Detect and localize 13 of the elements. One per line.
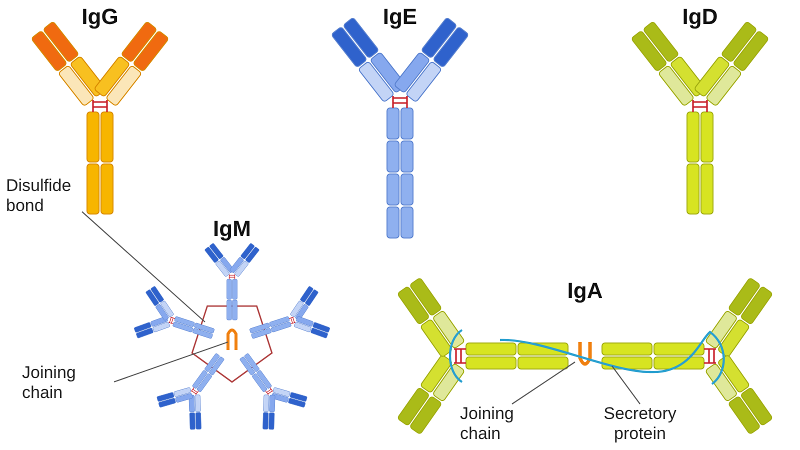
antibody-class-title: IgD	[682, 4, 718, 30]
antibody-class-title: IgE	[382, 4, 418, 30]
antibody-class-title: IgA	[567, 278, 603, 304]
callout-text: Disulfide bond	[6, 176, 82, 216]
antibody-class-title: IgM	[213, 216, 251, 242]
leader-line	[114, 341, 228, 382]
callout-text: Joining chain	[460, 404, 540, 444]
callout-text: Secretory protein	[588, 404, 692, 444]
antibody-class-title: IgG	[82, 4, 118, 30]
leader-line	[82, 211, 206, 322]
callout-text: Joining chain	[22, 363, 114, 403]
leader-line	[512, 362, 576, 404]
leader-line	[612, 366, 640, 404]
